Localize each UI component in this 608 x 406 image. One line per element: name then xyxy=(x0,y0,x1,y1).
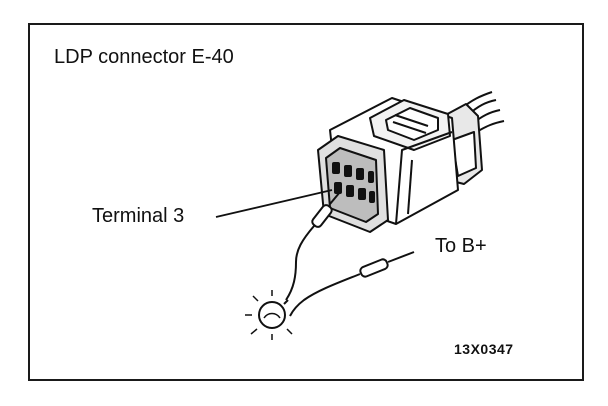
diagram-frame xyxy=(28,23,584,381)
lamp-rays xyxy=(245,290,293,340)
diagram-title: LDP connector E-40 xyxy=(54,46,234,68)
supply-label: To B+ xyxy=(435,235,487,257)
connector xyxy=(317,91,505,233)
bplus-lead xyxy=(289,251,415,317)
terminal-probe xyxy=(285,191,341,301)
pin-cavities xyxy=(332,162,375,203)
terminal-leader-line xyxy=(215,189,333,218)
figure-code: 13X0347 xyxy=(454,341,514,357)
terminal-label: Terminal 3 xyxy=(92,205,185,227)
lamp-icon xyxy=(245,290,293,340)
